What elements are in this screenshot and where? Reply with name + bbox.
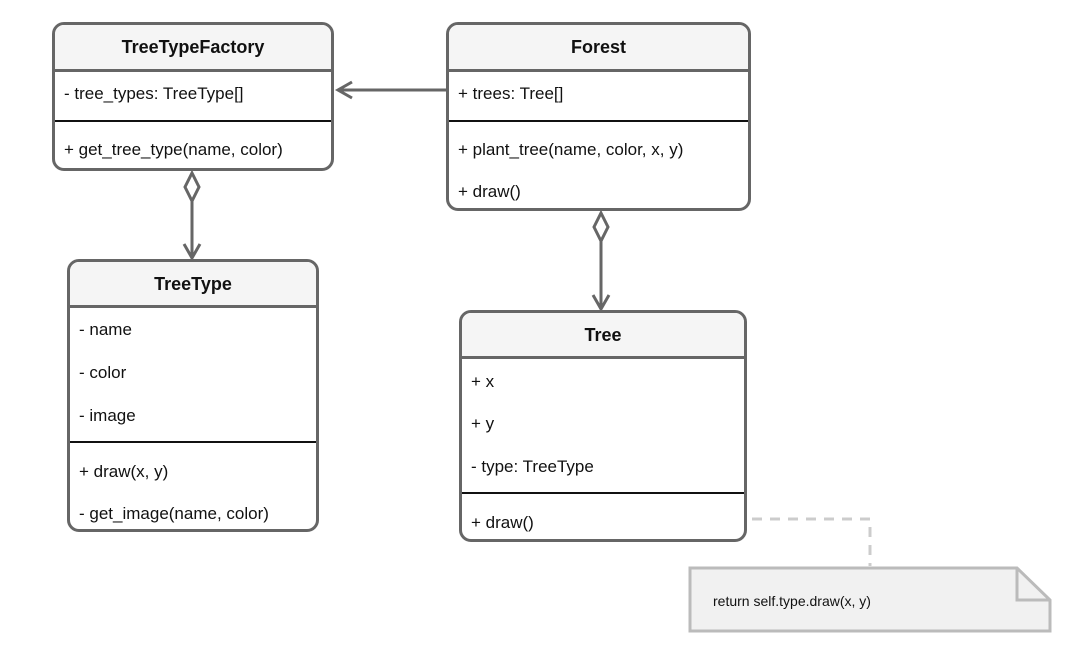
class-header: Forest	[449, 25, 748, 72]
aggregation-diamond-icon	[183, 169, 201, 205]
method-item: + draw(x, y)	[79, 462, 169, 481]
attribute-item: - name	[79, 320, 132, 339]
class-body: + trees: Tree[] + plant_tree(name, color…	[449, 72, 748, 208]
attribute-item: - color	[79, 363, 127, 382]
note-fold-icon	[1015, 568, 1050, 602]
attribute-item: + y	[471, 414, 495, 433]
class-forest[interactable]: Forest + trees: Tree[] + plant_tree(name…	[446, 22, 751, 211]
open-arrowhead-icon	[334, 80, 353, 100]
class-header: TreeType	[70, 262, 316, 308]
class-name: Tree	[584, 325, 622, 345]
section-divider	[70, 441, 316, 443]
class-name: TreeType	[154, 274, 232, 294]
factory-to-treetype-aggregation	[182, 169, 202, 262]
attribute-item: + x	[471, 372, 495, 391]
class-tree-type[interactable]: TreeType - name - color - image + draw(x…	[67, 259, 319, 532]
open-arrowhead-icon	[591, 294, 611, 313]
aggregation-diamond-icon	[592, 209, 610, 245]
class-body: - tree_types: TreeType[] + get_tree_type…	[55, 72, 331, 168]
section-divider	[55, 120, 331, 122]
section-divider	[462, 492, 744, 494]
attribute-item: - image	[79, 406, 136, 425]
note-text: return self.type.draw(x, y)	[713, 593, 871, 609]
method-item: + draw()	[471, 513, 534, 532]
forest-to-factory-association	[334, 80, 446, 100]
attribute-item: - tree_types: TreeType[]	[64, 84, 244, 103]
method-item: + get_tree_type(name, color)	[64, 140, 283, 159]
forest-to-tree-aggregation	[591, 209, 611, 313]
class-header: Tree	[462, 313, 744, 359]
open-arrowhead-icon	[182, 243, 202, 262]
method-item: + plant_tree(name, color, x, y)	[458, 140, 684, 159]
attribute-item: + trees: Tree[]	[458, 84, 564, 103]
class-name: TreeTypeFactory	[121, 37, 265, 57]
method-item: - get_image(name, color)	[79, 504, 269, 523]
note-link-dashed	[752, 517, 872, 566]
class-header: TreeTypeFactory	[55, 25, 331, 72]
section-divider	[449, 120, 748, 122]
class-body: - name - color - image + draw(x, y) - ge…	[70, 308, 316, 529]
class-body: + x + y - type: TreeType + draw()	[462, 359, 744, 539]
attribute-item: - type: TreeType	[471, 457, 594, 476]
note-shape	[688, 566, 1052, 633]
class-tree[interactable]: Tree + x + y - type: TreeType + draw()	[459, 310, 747, 542]
class-tree-type-factory[interactable]: TreeTypeFactory - tree_types: TreeType[]…	[52, 22, 334, 171]
class-name: Forest	[570, 37, 626, 57]
method-item: + draw()	[458, 182, 521, 201]
